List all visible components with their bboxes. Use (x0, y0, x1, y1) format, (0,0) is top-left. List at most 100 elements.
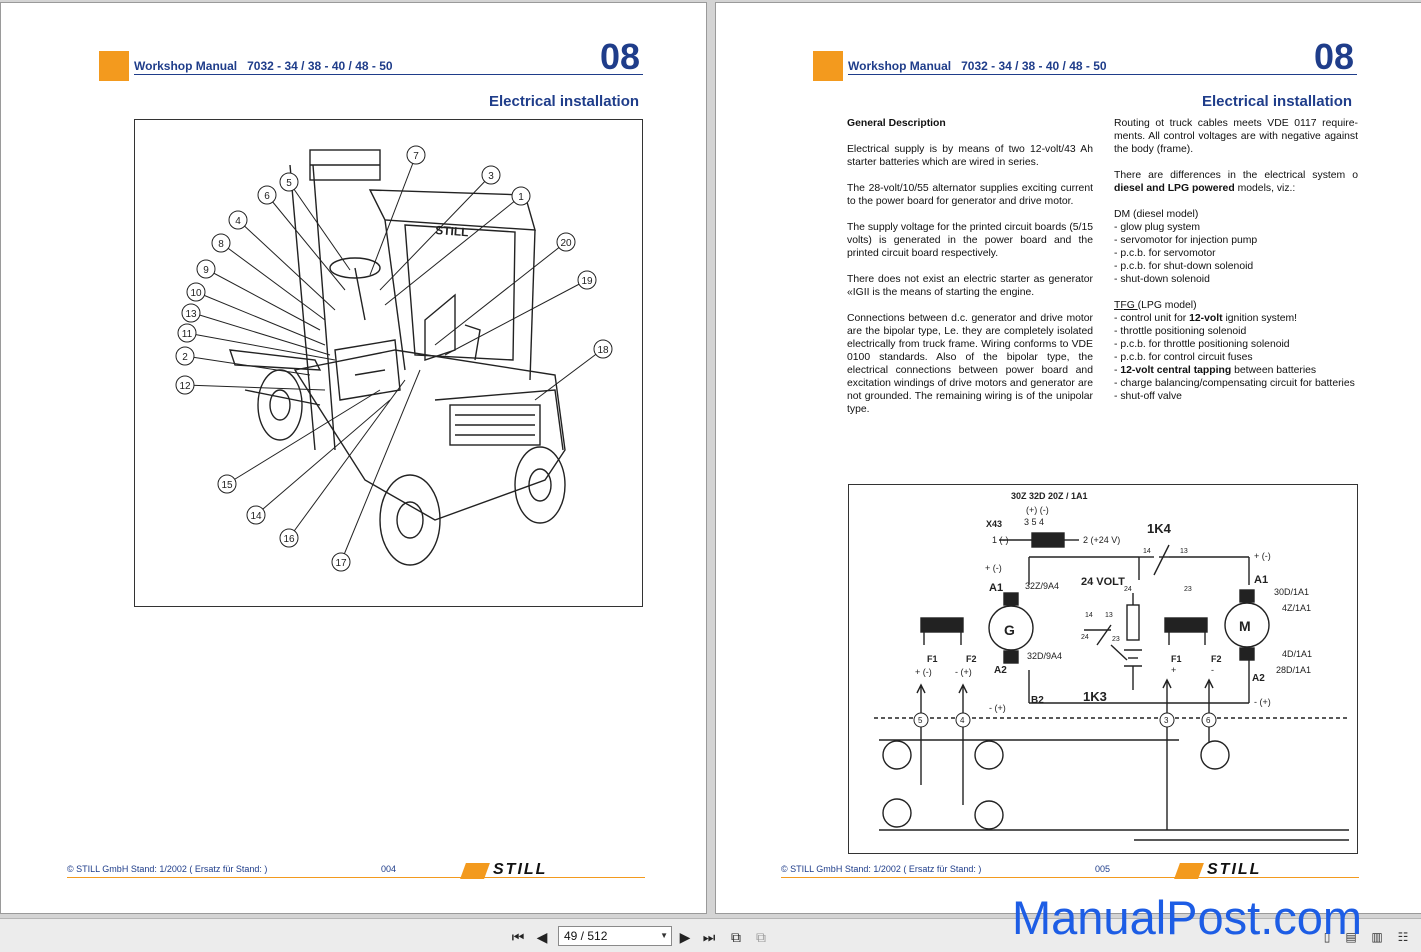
schematic-label: 24 VOLT (1081, 576, 1125, 588)
footer-copyright: © STILL GmbH Stand: 1/2002 ( Ersatz für … (781, 864, 982, 874)
continuous-view-icon[interactable]: ▤ (1345, 930, 1357, 944)
callout-17: 17 (335, 558, 347, 569)
forklift-drawing: STILL (175, 145, 613, 572)
page-number-select[interactable]: 49 / 512 ▼ (558, 926, 672, 946)
schematic-label: + (-) (1254, 551, 1271, 561)
last-page-icon[interactable]: ⏭ (702, 929, 716, 945)
schematic-label: 32Z/9A4 (1025, 581, 1059, 591)
paragraph: Routing ot truck cables meets VDE 0117 r… (1114, 118, 1358, 155)
schematic-label: 30D/1A1 (1274, 587, 1309, 597)
schematic-label: 1K4 (1147, 521, 1172, 536)
schematic-label: 24 (1124, 586, 1132, 593)
schematic-label: 28D/1A1 (1276, 665, 1311, 675)
schematic-label: 4D/1A1 (1282, 649, 1312, 659)
schematic-label: X43 (986, 519, 1002, 529)
schematic-label: 23 (1112, 636, 1120, 643)
footer-page-number: 005 (1095, 864, 1111, 874)
schematic-label: F2 (1211, 654, 1222, 664)
header-rule (848, 74, 1357, 75)
motor-label: M (1239, 618, 1251, 634)
circuit-drawing: 30Z 32D 20Z / 1A1 (+) (-) 3 5 4 X43 1 (-… (874, 491, 1349, 841)
schematic-label: 30Z 32D 20Z / 1A1 (1011, 491, 1088, 501)
text-column-1: General Description Electrical supply is… (847, 117, 1093, 429)
previous-page-icon[interactable]: ◀ (536, 929, 548, 945)
list-item: - p.c.b. for shut-down solenoid (1114, 261, 1254, 272)
diesel-model-list: DM (diesel model) - glow plug system - s… (1114, 208, 1358, 286)
callout-10: 10 (190, 288, 202, 299)
schematic-label: 32D/9A4 (1027, 651, 1062, 661)
section-title: Electrical installation (489, 93, 640, 110)
schematic-label: A1 (1254, 574, 1268, 586)
schematic-label: F1 (1171, 654, 1182, 664)
footer-rule (67, 877, 645, 878)
schematic-label: + (-) (985, 563, 1002, 573)
schematic-label: 2 (+24 V) (1083, 535, 1120, 545)
callout-13: 13 (185, 309, 197, 320)
callout-11: 11 (182, 329, 193, 340)
viewer-toolbar: ⏮ ◀ 49 / 512 ▼ ▶ ⏭ ⧉ ⧉ ▯ ▤ ▥ ☷ (0, 918, 1421, 952)
paragraph: There does not exist an electric starter… (847, 274, 1093, 298)
list-item: - p.c.b. for throttle positioning soleno… (1114, 339, 1290, 350)
list-item: - throttle positioning solenoid (1114, 326, 1247, 337)
footer-page-number: 004 (381, 864, 397, 874)
schematic-label: 23 (1184, 586, 1192, 593)
callout-1: 1 (518, 192, 524, 203)
callout-8: 8 (218, 239, 224, 250)
text-column-2: Routing ot truck cables meets VDE 0117 r… (1114, 117, 1358, 416)
schematic-label: 13 (1180, 548, 1188, 555)
callout-14: 14 (250, 511, 262, 522)
schematic-label: A2 (994, 665, 1007, 676)
schematic-label: 14 (1085, 612, 1093, 619)
schematic-label: 5 (918, 716, 923, 725)
schematic-label: - (+) (955, 667, 972, 677)
page-indicator-text: 49 / 512 (564, 929, 608, 943)
paragraph: Connections between d.c. generator and d… (847, 313, 1093, 415)
next-page-icon[interactable]: ▶ (679, 929, 691, 945)
callout-16: 16 (283, 534, 295, 545)
list-item: - control unit for 12-volt ignition syst… (1114, 313, 1298, 324)
callout-9: 9 (203, 265, 209, 276)
footer-rule (781, 877, 1359, 878)
schematic-label: - (+) (989, 703, 1006, 713)
general-description-heading: General Description (847, 118, 946, 129)
single-page-view-icon[interactable]: ▯ (1323, 930, 1331, 944)
callout-5: 5 (286, 178, 292, 189)
schematic-label: + (1171, 665, 1176, 675)
list-item: - glow plug system (1114, 222, 1201, 233)
continuous-two-page-view-icon[interactable]: ☷ (1397, 930, 1409, 944)
paragraph: Electrical supply is by means of two 12-… (847, 144, 1093, 168)
schematic-label: B2 (1031, 695, 1044, 706)
header-logo-square (813, 51, 843, 81)
schematic-label: 14 (1143, 548, 1151, 555)
still-logo-text: STILL (1207, 861, 1262, 878)
schematic-label: A1 (989, 582, 1003, 594)
paragraph: The 28-volt/10/55 alternator supplies ex… (847, 183, 1093, 207)
watermark-text: ManualPost.com (1012, 891, 1363, 944)
svg-text:STILL: STILL (435, 223, 469, 239)
schematic-label: 3 (1164, 716, 1169, 725)
schematic-label: - (1211, 665, 1214, 675)
callout-4: 4 (235, 216, 241, 227)
schematic-label: 3 5 4 (1024, 517, 1044, 527)
go-back-view-icon[interactable]: ⧉ (731, 929, 741, 945)
go-forward-view-icon[interactable]: ⧉ (756, 929, 766, 945)
callout-15: 15 (221, 480, 233, 491)
header-rule (134, 74, 643, 75)
callout-12: 12 (179, 381, 191, 392)
list-item: - shut-off valve (1114, 391, 1182, 402)
schematic-label: A2 (1252, 673, 1265, 684)
chevron-down-icon: ▼ (660, 931, 668, 940)
schematic-label: 6 (1206, 716, 1211, 725)
generator-label: G (1004, 622, 1015, 638)
first-page-icon[interactable]: ⏮ (511, 929, 525, 945)
section-title: Electrical installation (1202, 93, 1353, 110)
still-logo-text: STILL (493, 861, 548, 878)
schematic-label: (+) (-) (1026, 505, 1049, 515)
two-page-view-icon[interactable]: ▥ (1371, 930, 1383, 944)
chapter-number: 08 (600, 36, 641, 77)
